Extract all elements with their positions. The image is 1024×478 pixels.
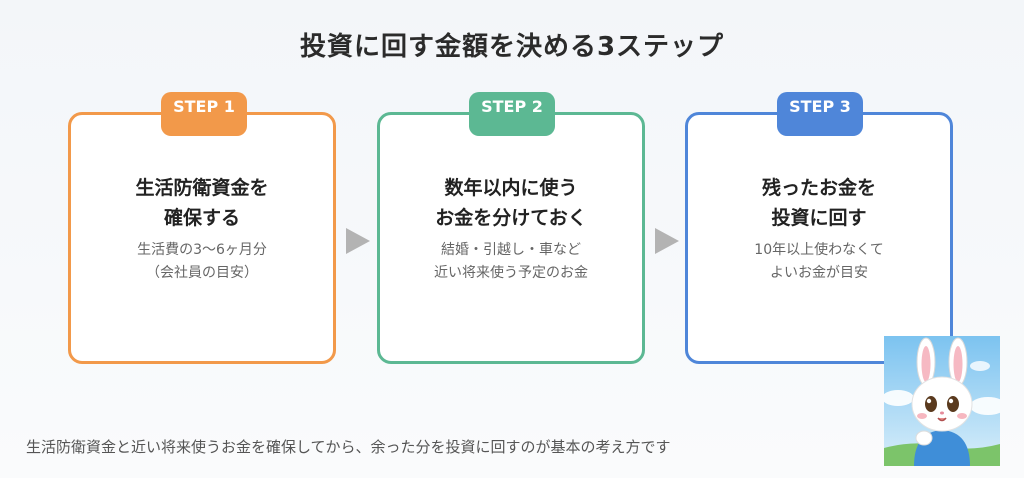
step-3-description-line-1: 10年以上使わなくて [754,242,884,258]
triangle-right-icon [655,228,679,254]
step-3-description: 10年以上使わなくて よいお金が目安 [688,239,950,285]
step-1-heading-line-2: 確保する [163,207,240,229]
step-3-heading-line-2: 投資に回す [771,207,867,229]
step-2-description: 結婚・引越し・車など 近い将来使う予定のお金 [380,239,642,285]
step-2-heading: 数年以内に使う お金を分けておく [380,173,642,233]
rabbit-mascot-icon [884,336,1000,466]
step-3-heading: 残ったお金を 投資に回す [688,173,950,233]
step-1-description-line-1: 生活費の3〜6ヶ月分 [137,242,267,258]
step-1-badge: STEP 1 [161,92,247,136]
page-title: 投資に回す金額を決める3ステップ [299,32,725,62]
triangle-right-icon [346,228,370,254]
step-2-heading-line-1: 数年以内に使う [444,177,578,199]
step-2-description-line-2: 近い将来使う予定のお金 [434,265,588,281]
step-3-heading-line-1: 残ったお金を [761,177,876,199]
step-2-card: 数年以内に使う お金を分けておく 結婚・引越し・車など 近い将来使う予定のお金 [377,112,645,364]
step-1-description-line-2: （会社員の目安） [146,265,258,281]
step-2-badge: STEP 2 [469,92,555,136]
step-1-heading-line-1: 生活防衛資金を [135,177,269,199]
step-3-card: 残ったお金を 投資に回す 10年以上使わなくて よいお金が目安 [685,112,953,364]
footer-note: 生活防衛資金と近い将来使うお金を確保してから、余った分を投資に回すのが基本の考え… [26,438,671,456]
step-1-card: 生活防衛資金を 確保する 生活費の3〜6ヶ月分 （会社員の目安） [68,112,336,364]
step-2-description-line-1: 結婚・引越し・車など [441,242,581,258]
step-1-description: 生活費の3〜6ヶ月分 （会社員の目安） [71,239,333,285]
step-3-badge: STEP 3 [777,92,863,136]
step-3-description-line-2: よいお金が目安 [770,265,868,281]
step-1-heading: 生活防衛資金を 確保する [71,173,333,233]
step-2-heading-line-2: お金を分けておく [435,207,587,229]
